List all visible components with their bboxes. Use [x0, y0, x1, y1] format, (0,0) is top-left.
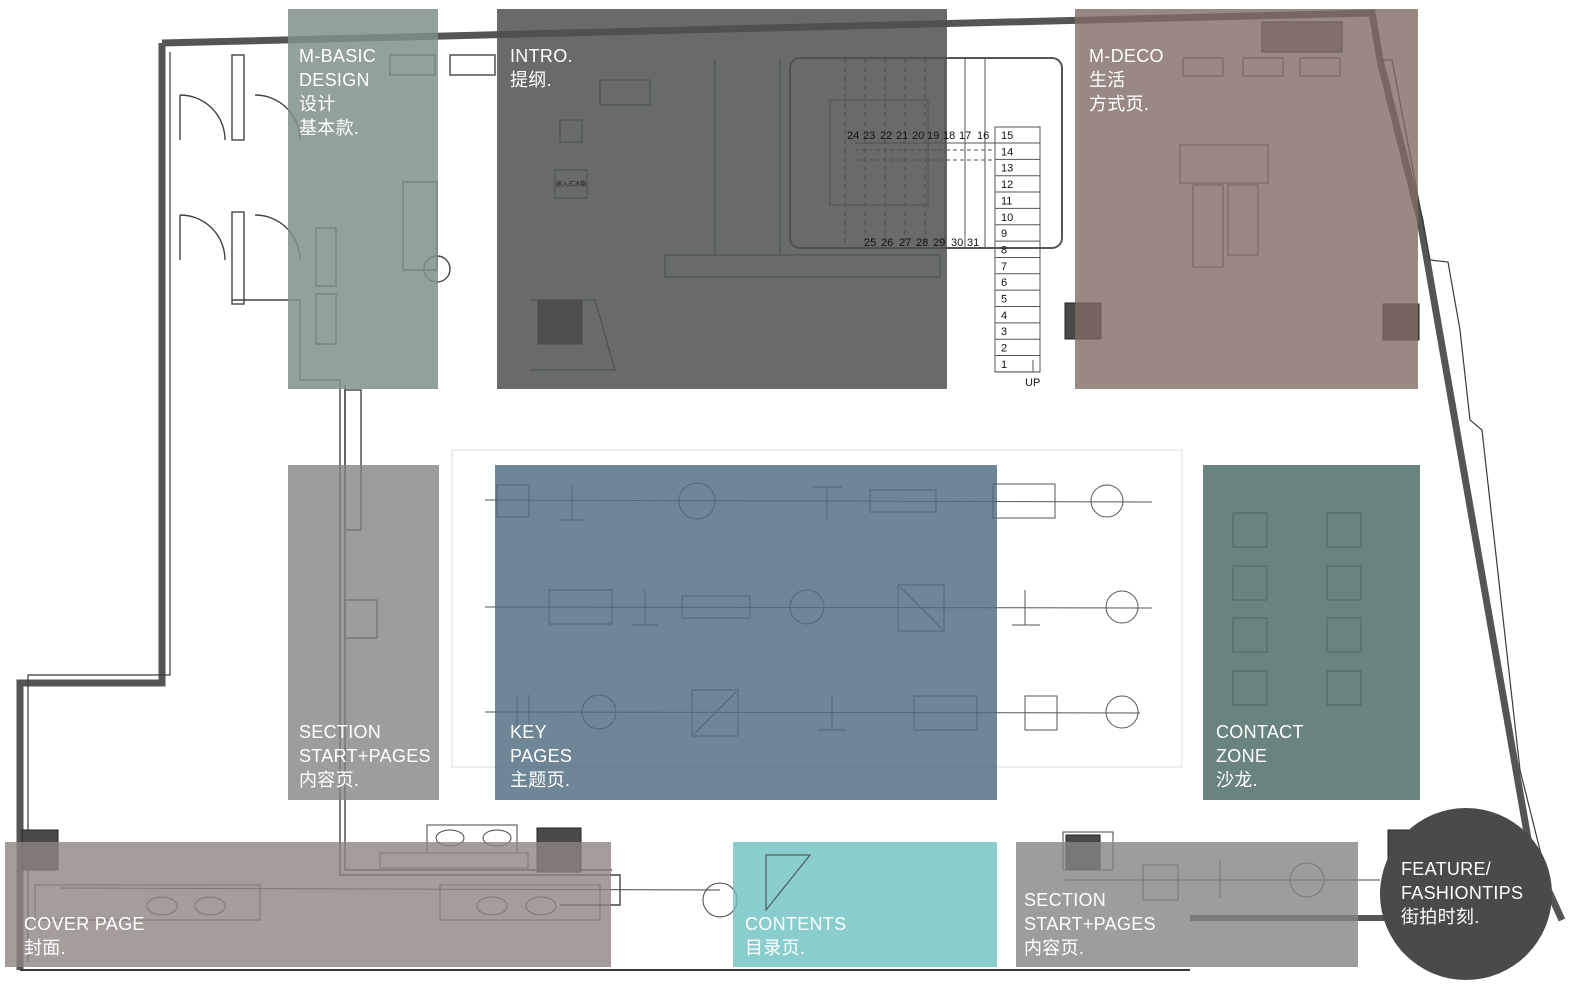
label-line: START+PAGES — [299, 746, 431, 766]
zone-feature — [1380, 808, 1552, 980]
stair-number: 7 — [1001, 261, 1007, 273]
label-line: 提纲. — [510, 70, 552, 90]
label-line: 目录页. — [745, 938, 806, 958]
stair-number: 26 — [881, 237, 893, 249]
label-line: SECTION — [1024, 890, 1107, 910]
zone-intro — [497, 9, 947, 389]
stair-number: 24 — [847, 130, 859, 142]
stair-number: 2 — [1001, 343, 1007, 355]
zone-key-pages — [495, 465, 997, 800]
stair-number: 25 — [864, 237, 876, 249]
label-cover: COVER PAGE 封面. — [24, 912, 145, 960]
label-line: COVER PAGE — [24, 914, 145, 934]
stair-number: 5 — [1001, 294, 1007, 306]
stair-number: 4 — [1001, 310, 1007, 322]
stair-number: 31 — [967, 237, 979, 249]
contents-triangle — [765, 854, 812, 912]
label-line: 封面. — [24, 938, 66, 958]
label-line: DESIGN — [299, 70, 370, 90]
stair-number: 29 — [933, 237, 945, 249]
stair-number: 20 — [912, 130, 924, 142]
label-line: M-DECO — [1089, 46, 1164, 66]
label-line: KEY — [510, 722, 547, 742]
label-contents: CONTENTS 目录页. — [745, 912, 846, 960]
label-section-bottom: SECTION START+PAGES 内容页. — [1024, 888, 1156, 960]
label-line: 街拍时刻. — [1401, 907, 1480, 927]
zone-contact — [1203, 465, 1420, 800]
stair-number: 9 — [1001, 228, 1007, 240]
stair-number: 11 — [1001, 195, 1012, 207]
zone-cover — [5, 842, 611, 967]
stair-number: 23 — [863, 130, 875, 142]
stair-number: 18 — [943, 130, 955, 142]
kitchen-label: 嵌入式冰箱 — [556, 180, 586, 188]
stair-number: 16 — [977, 130, 989, 142]
stair-number: 6 — [1001, 277, 1007, 289]
stair-number: 8 — [1001, 244, 1007, 256]
label-line: FEATURE/ — [1401, 859, 1492, 879]
label-line: 内容页. — [299, 770, 360, 790]
label-line: 设计 — [299, 94, 336, 114]
stair-number: 15 — [1001, 130, 1013, 142]
label-line: CONTENTS — [745, 914, 847, 934]
label-line: 内容页. — [1024, 938, 1085, 958]
label-line: SECTION — [299, 722, 382, 742]
label-feature: FEATURE/ FASHIONTIPS 街拍时刻. — [1401, 857, 1523, 929]
label-key-pages: KEY PAGES 主题页. — [510, 720, 572, 792]
zone-m-basic — [288, 9, 438, 389]
label-m-deco: M-DECO 生活 方式页. — [1089, 44, 1164, 116]
stair-number: 1 — [1001, 359, 1007, 371]
zone-contents — [733, 842, 997, 967]
stair-number: 30 — [951, 237, 963, 249]
stair-number: 12 — [1001, 179, 1013, 191]
label-intro: INTRO. 提纲. — [510, 44, 573, 92]
label-line: ZONE — [1216, 746, 1268, 766]
stair-number: 19 — [927, 130, 939, 142]
label-line: 主题页. — [510, 770, 571, 790]
stair-number: 10 — [1001, 212, 1013, 224]
label-m-basic: M-BASIC DESIGN 设计 基本款. — [299, 44, 376, 140]
stair-number: 22 — [880, 130, 892, 142]
zone-section-left — [288, 465, 439, 800]
stair-number: 14 — [1001, 146, 1013, 158]
stair-number: 21 — [896, 130, 908, 142]
stair-number: 28 — [916, 237, 928, 249]
label-line: 沙龙. — [1216, 770, 1258, 790]
stair-number: 13 — [1001, 163, 1013, 175]
zone-m-deco — [1075, 9, 1418, 389]
stair-up-label: UP — [1025, 377, 1040, 389]
stair-number: 27 — [899, 237, 911, 249]
label-line: PAGES — [510, 746, 573, 766]
stair-number: 17 — [959, 130, 971, 142]
label-line: 生活 — [1089, 70, 1126, 90]
label-line: 方式页. — [1089, 94, 1150, 114]
zone-section-bottom — [1016, 842, 1358, 967]
label-section-left: SECTION START+PAGES 内容页. — [299, 720, 431, 792]
label-line: CONTACT — [1216, 722, 1304, 742]
label-line: INTRO. — [510, 46, 573, 66]
label-line: START+PAGES — [1024, 914, 1156, 934]
label-line: M-BASIC — [299, 46, 377, 66]
stair-number: 3 — [1001, 326, 1007, 338]
label-contact: CONTACT ZONE 沙龙. — [1216, 720, 1304, 792]
label-line: 基本款. — [299, 118, 360, 138]
label-line: FASHIONTIPS — [1401, 883, 1524, 903]
